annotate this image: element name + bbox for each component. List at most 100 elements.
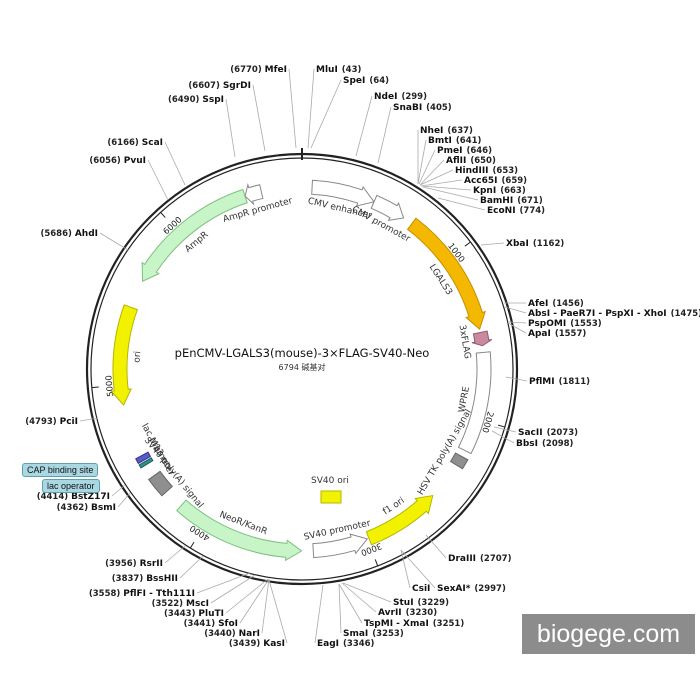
site-leader	[507, 321, 527, 324]
site-position: (3956)	[105, 559, 139, 569]
site-position: (5686)	[40, 229, 74, 239]
site-position: (3253)	[372, 629, 404, 639]
site-label: (3440) NarI	[204, 629, 260, 639]
site-enzyme: SgrDI	[223, 81, 251, 91]
site-enzyme: BamHI	[480, 196, 513, 206]
feature-flag	[471, 330, 493, 347]
site-leader	[419, 159, 445, 186]
site-enzyme: PflFI - Tth111I	[123, 589, 195, 599]
site-leader	[268, 579, 288, 644]
site-position: (1811)	[559, 377, 591, 387]
site-enzyme: PspOMI	[528, 319, 566, 329]
site-position: (663)	[500, 186, 526, 196]
tick-mark	[464, 241, 471, 247]
site-label: Acc65I(659)	[464, 176, 527, 186]
site-enzyme: SfoI	[218, 619, 238, 629]
feature-ori	[110, 304, 139, 406]
site-position: (3441)	[184, 619, 218, 629]
site-enzyme: NdeI	[374, 92, 397, 102]
site-leader	[422, 186, 479, 201]
site-enzyme: KasI	[263, 639, 285, 649]
site-enzyme: BstZ17I	[71, 492, 110, 502]
feature-label-sv40-ori: SV40 ori	[311, 476, 349, 486]
site-position: (6056)	[89, 156, 123, 166]
site-enzyme: AflII	[446, 156, 466, 166]
site-position: (646)	[466, 146, 492, 156]
site-position: (3558)	[89, 589, 123, 599]
site-label: PmeI (646)	[437, 146, 492, 156]
site-position: (6607)	[188, 81, 222, 91]
feature-lac-promoter	[135, 451, 152, 465]
site-label: KpnI(663)	[473, 186, 526, 196]
site-position: (3346)	[343, 639, 375, 649]
site-enzyme: PluTI	[198, 609, 224, 619]
site-leader	[417, 139, 427, 185]
site-leader	[419, 169, 454, 186]
site-leader	[505, 376, 528, 382]
site-label: (4362) BsmI	[57, 503, 116, 513]
plasmid-size: 6794 碱基对	[279, 362, 326, 372]
site-position: (650)	[470, 156, 496, 166]
site-label: MluI(43)	[316, 65, 362, 75]
site-label: EagI(3346)	[317, 639, 375, 649]
site-label: HindIII(653)	[455, 166, 518, 176]
site-enzyme: NarI	[239, 629, 260, 639]
site-label: AvrII(3230)	[378, 608, 437, 618]
site-label: SmaI(3253)	[343, 629, 404, 639]
site-position: (2707)	[480, 554, 512, 564]
site-position: (2073)	[547, 428, 579, 438]
site-position: (2098)	[542, 439, 574, 449]
site-position: (64)	[369, 76, 389, 86]
site-enzyme: XbaI	[506, 239, 529, 249]
site-label: (3439) KasI	[229, 639, 285, 649]
site-leader	[261, 578, 270, 634]
site-enzyme: Acc65I	[464, 176, 498, 186]
site-enzyme: PflMI	[529, 377, 555, 387]
site-label: AbsI - PaeR7I - PspXI - XhoI(1475)	[528, 309, 700, 319]
feature-label-hsv-tk: HSV TK poly(A) signal	[416, 408, 474, 497]
tick-mark	[189, 541, 195, 549]
site-position: (6166)	[107, 138, 141, 148]
site-enzyme: SacII	[518, 428, 543, 438]
site-label: (6056) PvuI	[89, 156, 146, 166]
feature-hsv-tk	[449, 452, 469, 470]
site-enzyme: BsmI	[91, 503, 116, 513]
site-leader	[252, 84, 266, 152]
site-enzyme: PvuI	[124, 156, 146, 166]
site-enzyme: AfeI	[528, 299, 548, 309]
site-label: (4793) PciI	[25, 417, 78, 427]
site-enzyme: BmtI	[428, 136, 452, 146]
site-label: BamHI(671)	[480, 196, 543, 206]
site-label: ApaI(1557)	[528, 329, 586, 339]
site-position: (3440)	[204, 629, 238, 639]
site-leader	[310, 79, 342, 149]
site-leader	[164, 545, 186, 564]
site-leader	[377, 106, 392, 164]
site-leader	[288, 68, 297, 149]
site-label: EcoNI(774)	[487, 206, 545, 216]
site-position: (3443)	[164, 609, 198, 619]
site-position: (6490)	[168, 95, 202, 105]
site-label: BmtI(641)	[428, 136, 482, 146]
site-enzyme: PmeI	[437, 146, 462, 156]
site-label: TspMI - XmaI(3251)	[364, 619, 464, 629]
feature-wpre	[457, 351, 492, 455]
site-leader	[425, 534, 447, 559]
site-leader	[504, 306, 527, 314]
site-position: (1162)	[533, 239, 565, 249]
site-position: (4362)	[57, 503, 91, 513]
site-leader	[400, 549, 436, 589]
site-enzyme: MscI	[186, 599, 209, 609]
site-position: (4793)	[25, 417, 59, 427]
site-leader	[225, 578, 269, 614]
site-label: (3522) MscI	[152, 599, 209, 609]
site-leader	[179, 555, 204, 579]
site-label: XbaI (1162)	[506, 239, 564, 249]
site-position: (774)	[520, 206, 546, 216]
site-label: DraIII(2707)	[448, 554, 512, 564]
site-enzyme: AhdI	[75, 229, 98, 239]
site-position: (405)	[426, 103, 452, 113]
feature-f1-ori	[365, 494, 434, 546]
feature-label-wpre: WPRE	[457, 386, 472, 414]
feature-ampr	[141, 188, 248, 282]
